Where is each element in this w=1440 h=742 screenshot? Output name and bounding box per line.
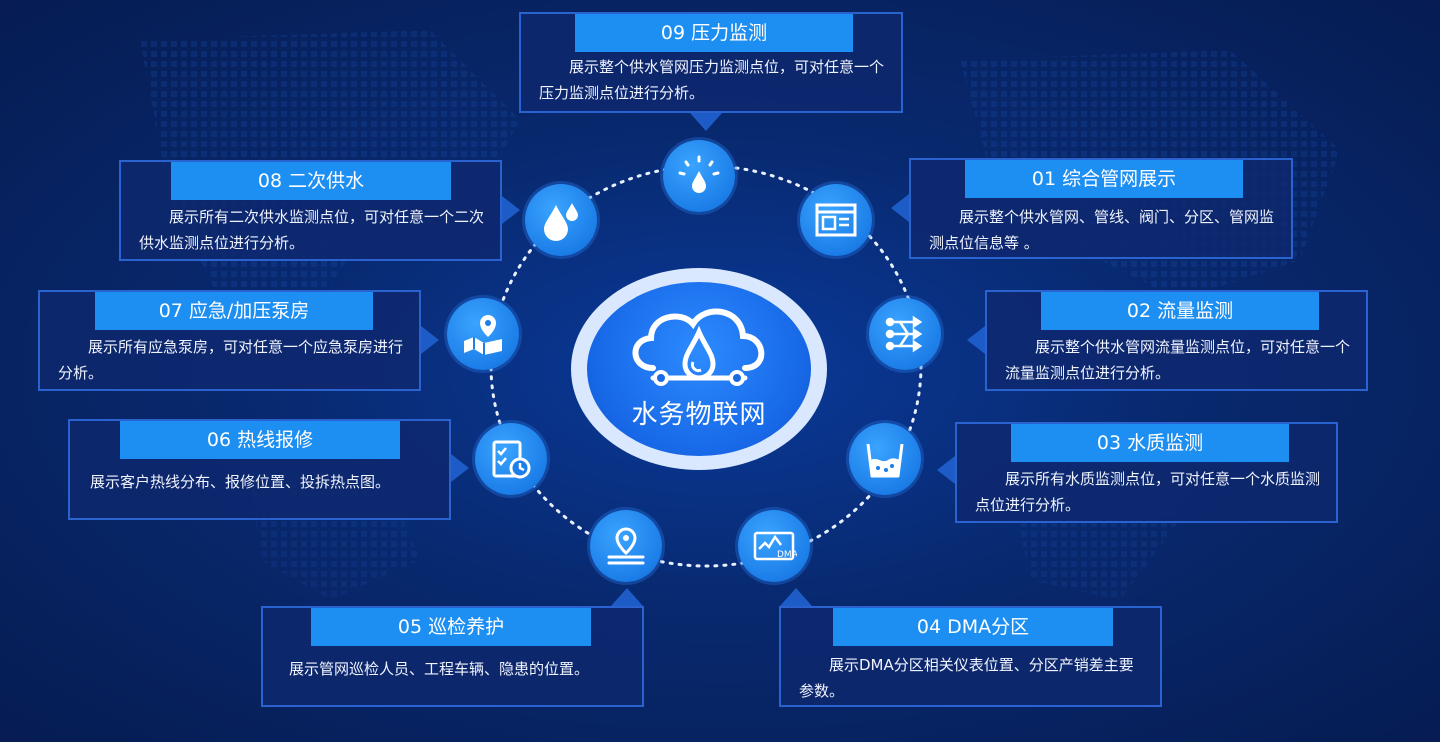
node-06-hotline[interactable] — [475, 423, 547, 495]
node-09-pressure[interactable] — [663, 140, 735, 212]
route-pin-icon — [607, 527, 645, 565]
node-04-dma[interactable]: DMA — [738, 510, 810, 582]
central-hub: 水务物联网 — [571, 268, 827, 470]
hub-label: 水务物联网 — [631, 400, 767, 430]
network-map-icon — [815, 203, 857, 237]
pointer-02 — [967, 326, 985, 354]
card-desc: 展示整个供水管网压力监测点位，可对任意一个压力监测点位进行分析。 — [539, 58, 885, 102]
card-08: 08 二次供水 展示所有二次供水监测点位，可对任意一个二次供水监测点位进行分析。 — [119, 160, 502, 261]
flow-arrows-icon — [885, 315, 923, 353]
dma-chart-icon: DMA — [753, 531, 797, 561]
node-05-inspection[interactable] — [590, 510, 662, 582]
card-desc: 展示整个供水管网流量监测点位，可对任意一个流量监测点位进行分析。 — [1005, 338, 1351, 382]
card-06: 06 热线报修 展示客户热线分布、报修位置、投拆热点图。 — [68, 419, 451, 520]
pointer-03 — [937, 456, 955, 484]
node-08-secondary[interactable] — [525, 184, 597, 256]
pointer-09 — [690, 113, 722, 131]
card-03: 03 水质监测 展示所有水质监测点位，可对任意一个水质监测点位进行分析。 — [955, 422, 1338, 523]
card-title: 06 热线报修 — [120, 421, 400, 459]
card-desc: 展示DMA分区相关仪表位置、分区产销差主要参数。 — [799, 656, 1134, 700]
node-03-quality[interactable] — [849, 423, 921, 495]
card-title: 08 二次供水 — [171, 162, 451, 200]
card-desc: 展示整个供水管网、管线、阀门、分区、管网监测点位信息等 。 — [929, 208, 1275, 252]
node-07-pump[interactable] — [447, 298, 519, 370]
card-title: 03 水质监测 — [1011, 424, 1289, 462]
card-title: 01 综合管网展示 — [965, 160, 1243, 198]
card-title: 07 应急/加压泵房 — [95, 292, 373, 330]
node-02-flow[interactable] — [869, 298, 941, 370]
card-title: 04 DMA分区 — [833, 608, 1113, 646]
card-05: 05 巡检养护 展示管网巡检人员、工程车辆、隐患的位置。 — [261, 606, 644, 707]
card-desc: 展示客户热线分布、报修位置、投拆热点图。 — [90, 473, 391, 491]
checklist-clock-icon — [492, 440, 531, 479]
card-04: 04 DMA分区 展示DMA分区相关仪表位置、分区产销差主要参数。 — [779, 606, 1162, 707]
card-desc: 展示所有应急泵房，可对任意一个应急泵房进行分析。 — [58, 338, 404, 382]
pointer-06 — [451, 454, 469, 482]
pointer-07 — [421, 326, 439, 354]
map-pin-icon — [464, 315, 502, 355]
card-desc: 展示所有二次供水监测点位，可对任意一个二次供水监测点位进行分析。 — [139, 208, 485, 252]
card-title: 09 压力监测 — [575, 14, 853, 52]
card-09: 09 压力监测 展示整个供水管网压力监测点位，可对任意一个压力监测点位进行分析。 — [519, 12, 903, 113]
node-01-network[interactable] — [800, 184, 872, 256]
water-beaker-icon — [866, 443, 904, 478]
pointer-01 — [891, 194, 909, 222]
pointer-05 — [611, 588, 643, 606]
card-desc: 展示所有水质监测点位，可对任意一个水质监测点位进行分析。 — [975, 470, 1321, 514]
card-desc: 展示管网巡检人员、工程车辆、隐患的位置。 — [289, 660, 590, 678]
card-title: 02 流量监测 — [1041, 292, 1319, 330]
cloud-water-icon — [632, 308, 765, 386]
pointer-04 — [780, 588, 812, 606]
pointer-08 — [502, 196, 520, 224]
pressure-gauge-icon — [678, 155, 720, 193]
water-drops-icon — [544, 203, 578, 241]
card-02: 02 流量监测 展示整个供水管网流量监测点位，可对任意一个流量监测点位进行分析。 — [985, 290, 1368, 391]
card-title: 05 巡检养护 — [311, 608, 591, 646]
card-01: 01 综合管网展示 展示整个供水管网、管线、阀门、分区、管网监测点位信息等 。 — [909, 158, 1293, 259]
svg-text:DMA: DMA — [777, 550, 797, 560]
card-07: 07 应急/加压泵房 展示所有应急泵房，可对任意一个应急泵房进行分析。 — [38, 290, 421, 391]
